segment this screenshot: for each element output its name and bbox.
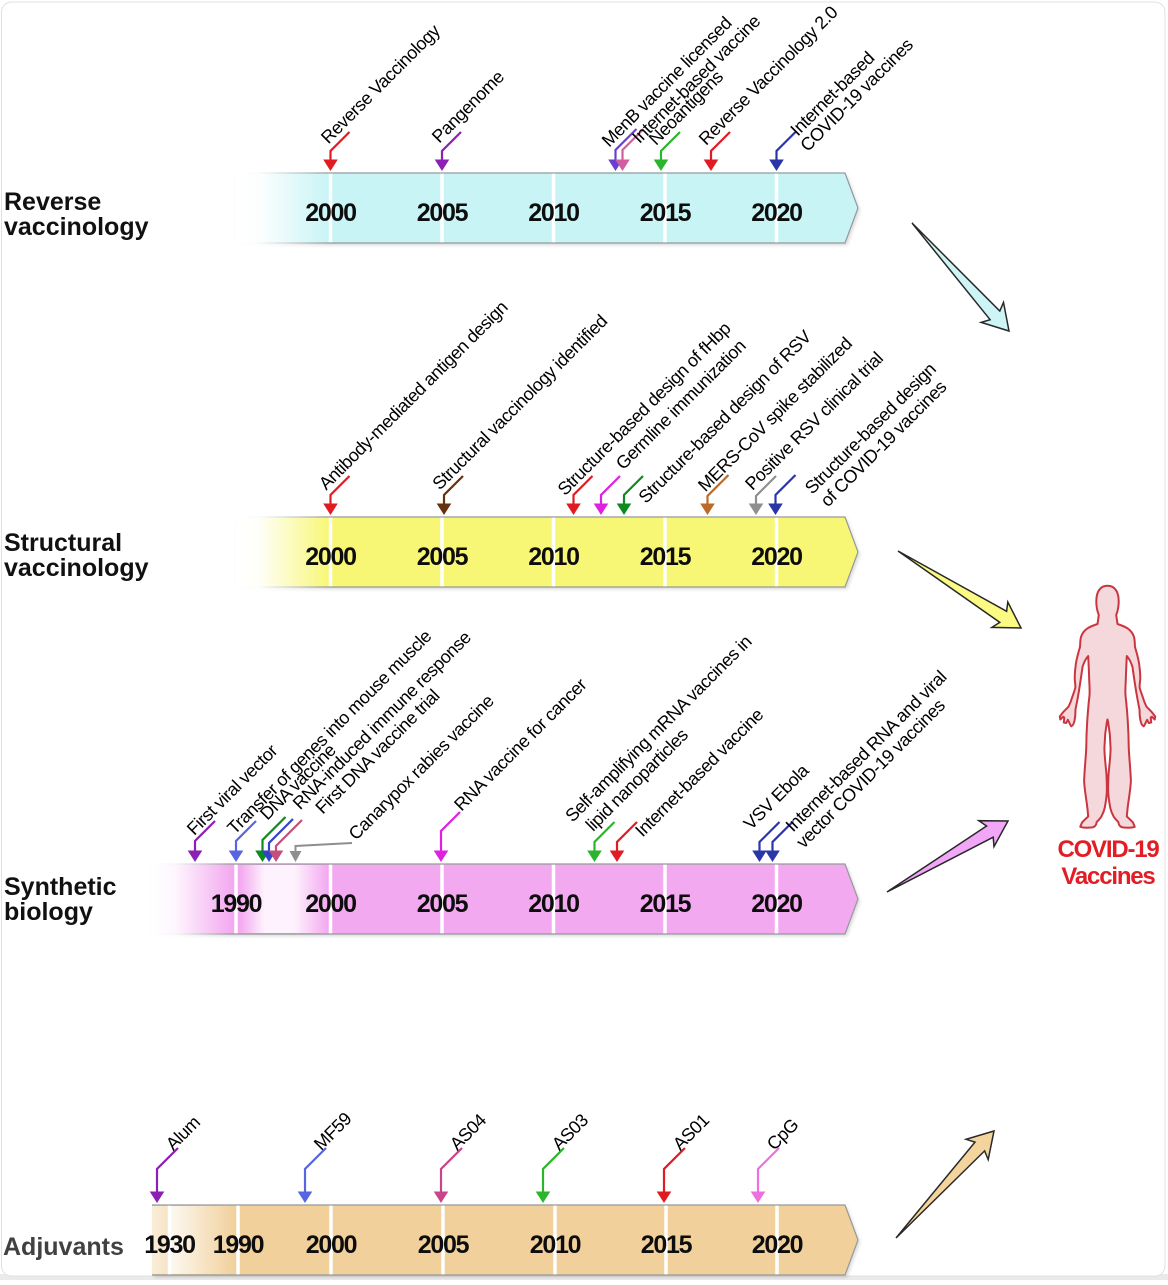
svg-text:2005: 2005 <box>417 543 469 571</box>
svg-text:Structural: Structural <box>4 529 122 557</box>
svg-text:2005: 2005 <box>418 1231 470 1259</box>
svg-text:2020: 2020 <box>751 543 802 571</box>
svg-text:1990: 1990 <box>213 1231 264 1259</box>
svg-text:Reverse: Reverse <box>4 188 101 216</box>
svg-text:2005: 2005 <box>417 890 469 918</box>
svg-text:2010: 2010 <box>528 543 579 571</box>
svg-text:2000: 2000 <box>305 543 356 571</box>
svg-text:2020: 2020 <box>752 1231 803 1259</box>
svg-text:2020: 2020 <box>751 199 802 227</box>
svg-text:2000: 2000 <box>305 199 356 227</box>
svg-text:Adjuvants: Adjuvants <box>3 1233 124 1261</box>
svg-text:1990: 1990 <box>211 890 262 918</box>
svg-text:vaccinology: vaccinology <box>4 213 149 241</box>
svg-text:2015: 2015 <box>641 1231 693 1259</box>
svg-text:2015: 2015 <box>640 890 692 918</box>
svg-text:biology: biology <box>4 898 93 926</box>
svg-text:2010: 2010 <box>530 1231 581 1259</box>
svg-text:2000: 2000 <box>306 1231 357 1259</box>
svg-text:2005: 2005 <box>417 199 469 227</box>
svg-text:2000: 2000 <box>305 890 356 918</box>
svg-text:2010: 2010 <box>528 199 579 227</box>
svg-text:2015: 2015 <box>640 543 692 571</box>
svg-text:Synthetic: Synthetic <box>4 873 117 901</box>
svg-text:vaccinology: vaccinology <box>4 554 149 582</box>
svg-text:1930: 1930 <box>144 1231 195 1259</box>
svg-text:Vaccines: Vaccines <box>1061 863 1155 890</box>
svg-text:COVID-19: COVID-19 <box>1057 836 1159 863</box>
svg-text:2020: 2020 <box>751 890 802 918</box>
svg-text:2010: 2010 <box>528 890 579 918</box>
svg-text:2015: 2015 <box>640 199 692 227</box>
